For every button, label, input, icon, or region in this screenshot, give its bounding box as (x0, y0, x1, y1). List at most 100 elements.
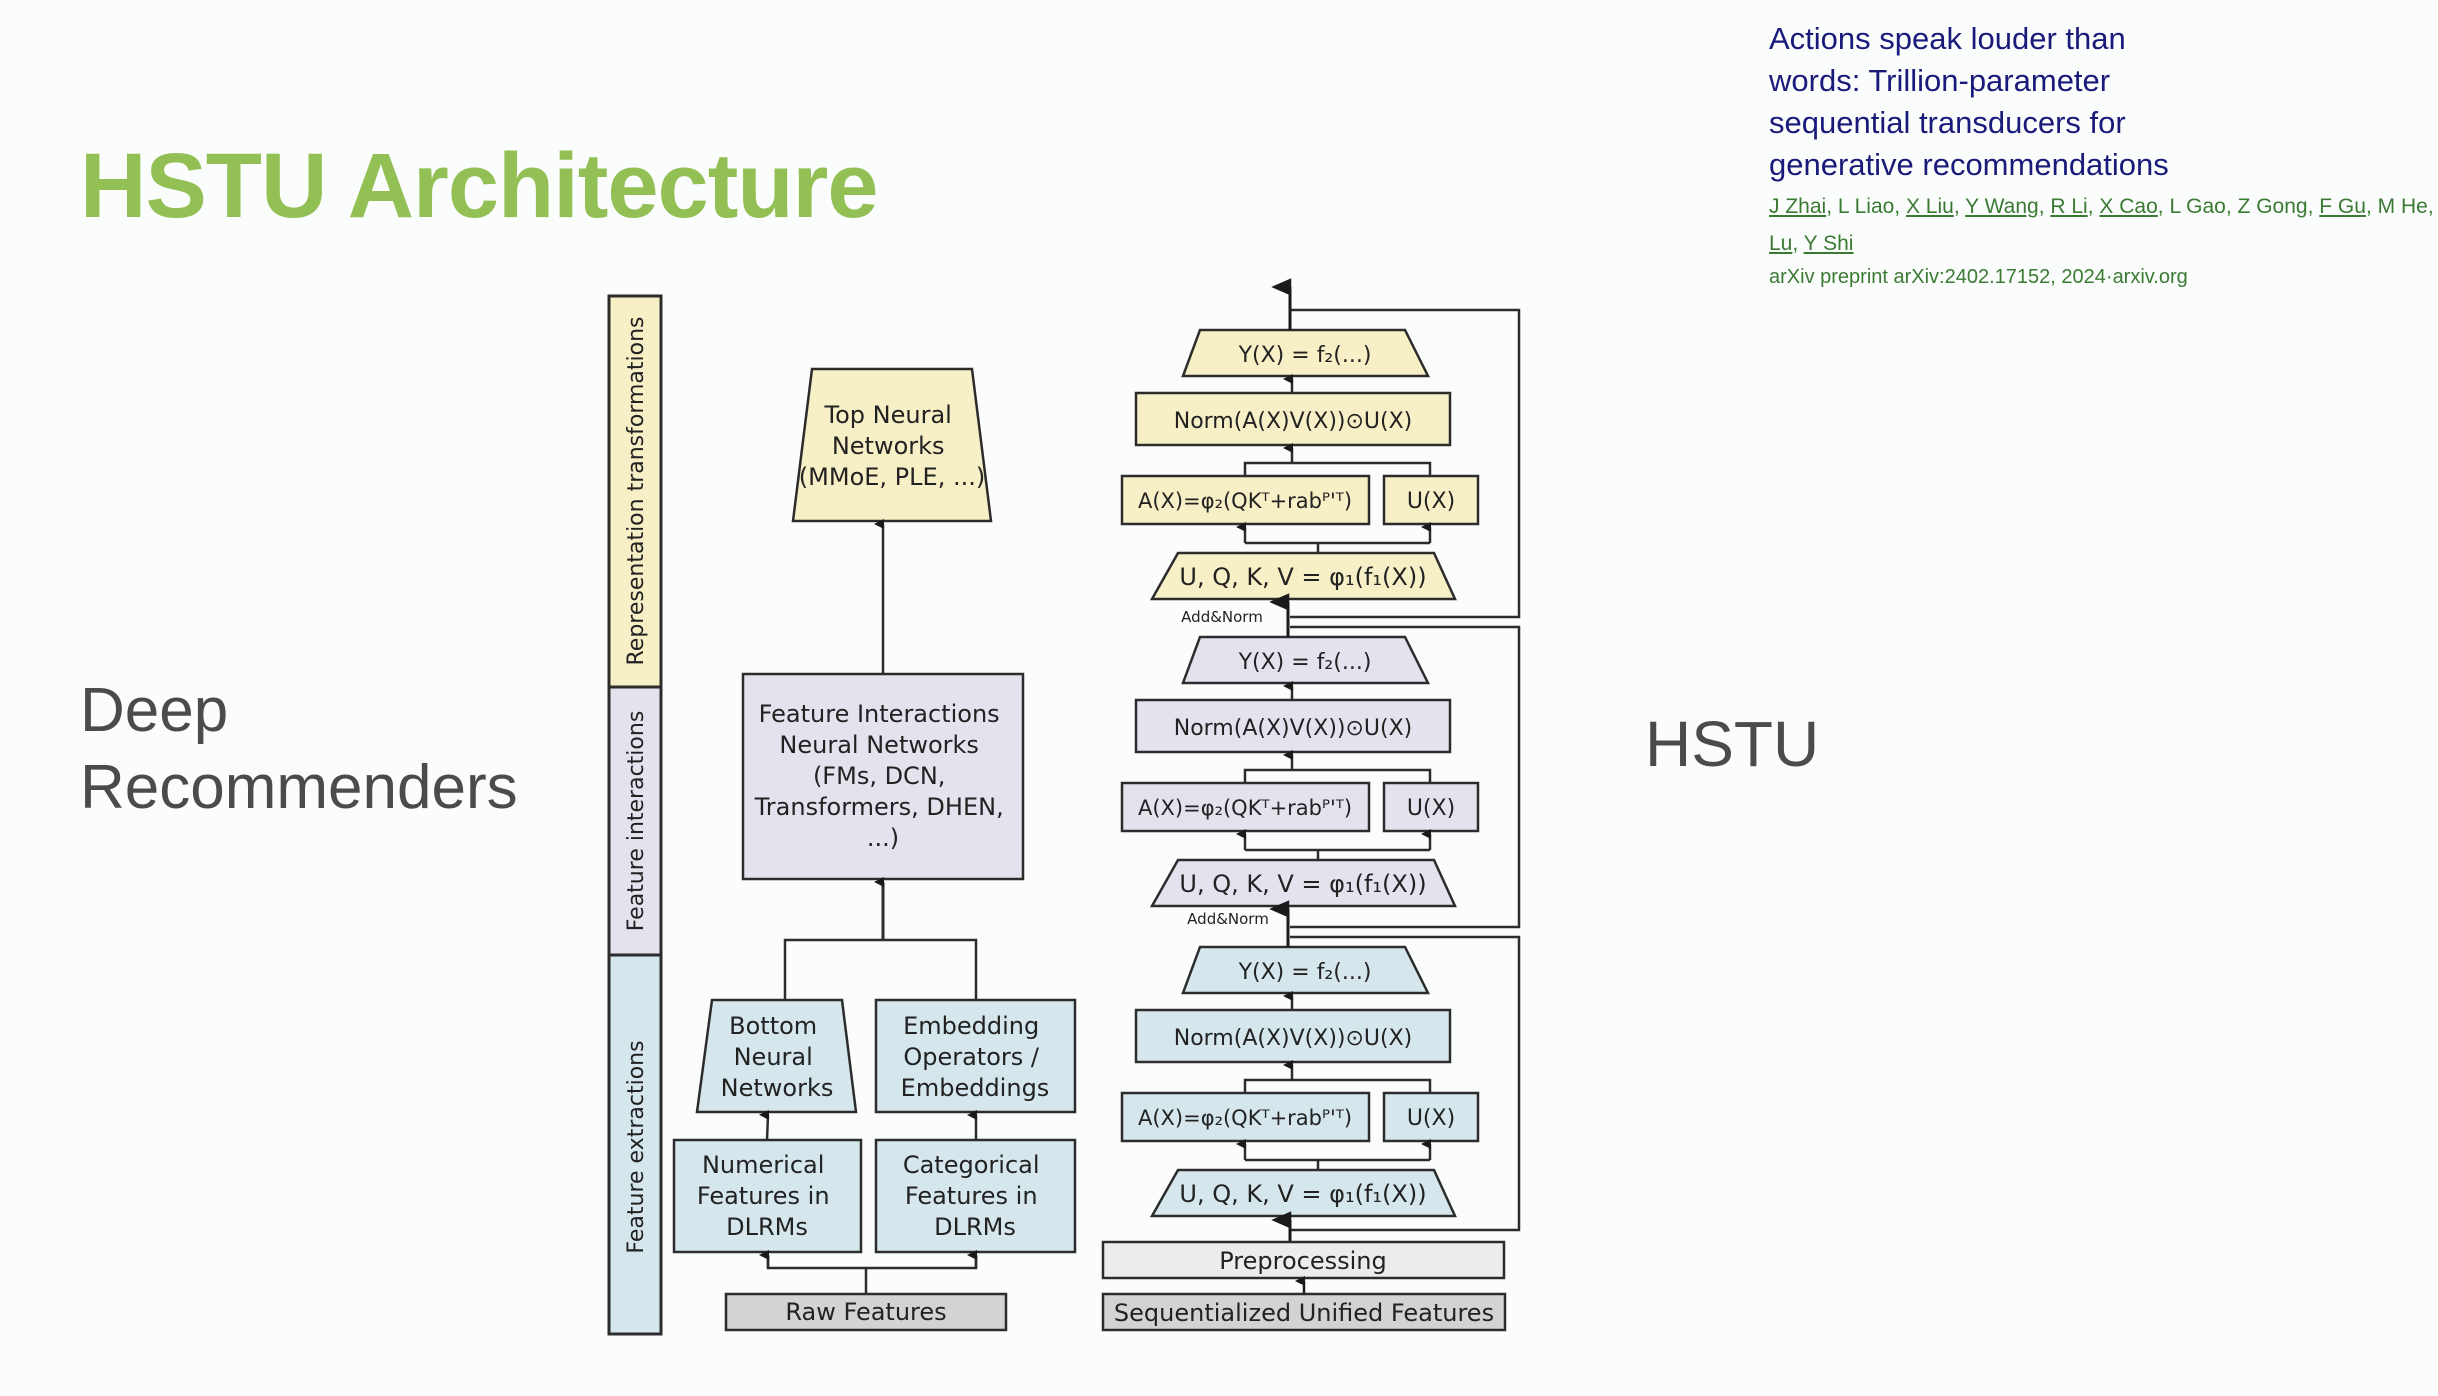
source-link[interactable]: arxiv.org (2112, 266, 2188, 288)
preprocessing-block (1101, 1240, 1506, 1280)
connector-attn-u (1243, 461, 1432, 476)
dlrm-stage-column: Representation transformations Feature i… (607, 294, 663, 1336)
uqkv-label: U, Q, K, V = φ₁(f₁(X)) (1179, 1180, 1426, 1208)
stage-feature-extractions (607, 953, 663, 1336)
top-neural-networks-block (791, 367, 993, 523)
cat-line: Features in (905, 1182, 1038, 1210)
uqkv-block (1149, 1168, 1457, 1218)
fi-line: (FMs, DCN, (813, 762, 945, 790)
num-line: DLRMs (726, 1213, 808, 1241)
hstu-layer-3 (1120, 935, 1521, 1232)
connector-bottom-to-fi (783, 938, 978, 1000)
author-name: Z Gong (2237, 195, 2308, 218)
feature-interactions-label: Feature Interactions Neural Networks (FM… (754, 700, 1012, 852)
add-norm-label: Add&Norm (1187, 910, 1269, 928)
author-link[interactable]: J Zhai (1769, 195, 1827, 218)
residual-connection (1290, 308, 1521, 619)
connector-attn-u (1243, 768, 1432, 783)
attention-block (1120, 1091, 1371, 1143)
norm-block (1134, 1008, 1452, 1064)
numerical-label: Numerical Features in DLRMs (697, 1151, 837, 1241)
author-name: M He (2377, 195, 2428, 218)
author-separator: , (1953, 195, 1966, 218)
author-link[interactable]: Y Wang (1965, 195, 2039, 218)
u-block (1382, 781, 1480, 833)
hstu-layer-2 (1120, 625, 1521, 929)
bottom-nn-line: Networks (721, 1074, 834, 1102)
residual-connection (1290, 935, 1521, 1232)
author-link[interactable]: Lu (1769, 232, 1793, 255)
top-nn-line: (MMoE, PLE, ...) (799, 463, 985, 491)
attention-label: A(X)=φ₂(QKᵀ+rabᴾ'ᵀ) (1138, 489, 1352, 513)
attention-block (1120, 474, 1371, 526)
norm-block (1134, 698, 1452, 754)
y-output-label: Y(X) = f₂(...) (1238, 343, 1372, 368)
residual-connection (1290, 625, 1521, 929)
embedding-operators-block (874, 998, 1077, 1114)
connector-raw-split (766, 1256, 978, 1270)
connector-attn-u (1243, 1078, 1432, 1093)
author-link[interactable]: X Liu (1905, 195, 1954, 218)
stage-label-interactions: Feature interactions (624, 711, 649, 932)
author-link[interactable]: Y Shi (1803, 232, 1854, 255)
preprocessing-label: Preprocessing (1219, 1247, 1387, 1275)
author-separator: , (2087, 195, 2100, 218)
uqkv-label: U, Q, K, V = φ₁(f₁(X)) (1179, 563, 1426, 591)
fi-line: ...) (867, 824, 899, 852)
y-output-label: Y(X) = f₂(...) (1238, 960, 1372, 985)
stage-label-representation: Representation transformations (624, 316, 649, 665)
y-output-block (1181, 945, 1431, 995)
sequentialized-features-block (1101, 1292, 1507, 1332)
attention-label: A(X)=φ₂(QKᵀ+rabᴾ'ᵀ) (1138, 796, 1352, 820)
categorical-label: Categorical Features in DLRMs (903, 1151, 1047, 1241)
author-name: L Liao (1837, 195, 1895, 218)
author-separator: , (2157, 195, 2170, 218)
dlrm-diagram: Top Neural Networks (MMoE, PLE, ...) Fea… (672, 367, 1077, 1332)
paper-citation: Actions speak louder than words: Trillio… (1769, 18, 2438, 289)
author-separator: , (2427, 195, 2434, 218)
raw-features-block (724, 1292, 1008, 1332)
bottom-nn-label: Bottom Neural Networks (721, 1012, 834, 1102)
uqkv-block (1149, 858, 1457, 908)
bottom-neural-networks-block (695, 998, 858, 1114)
embedding-ops-label: Embedding Operators / Embeddings (901, 1012, 1050, 1102)
add-norm-label: Add&Norm (1181, 608, 1263, 626)
stage-representation-transformations (607, 294, 663, 689)
y-output-block (1181, 635, 1431, 685)
venue-separator: · (2105, 266, 2113, 288)
fi-line: Neural Networks (779, 731, 979, 759)
emb-line: Embedding (903, 1012, 1039, 1040)
deep-recommenders-label: Deep Recommenders (80, 672, 518, 826)
author-link[interactable]: F Gu (2319, 195, 2366, 218)
cat-line: DLRMs (934, 1213, 1016, 1241)
norm-label: Norm(A(X)V(X))⊙U(X) (1174, 716, 1413, 741)
fi-line: Feature Interactions (759, 700, 1000, 728)
categorical-features-block (874, 1138, 1077, 1254)
slide-title: HSTU Architecture (80, 135, 879, 237)
norm-label: Norm(A(X)V(X))⊙U(X) (1174, 409, 1413, 434)
author-separator: , (2307, 195, 2320, 218)
author-separator: , (2038, 195, 2051, 218)
hstu-layer-1 (1120, 308, 1521, 619)
sequentialized-features-label: Sequentialized Unified Features (1114, 1299, 1494, 1327)
hstu-diagram: Y(X) = f₂(...) Norm(A(X)V(X))⊙U(X) A(X)=φ₂… (1101, 278, 1521, 1332)
paper-authors: J Zhai, L Liao, X Liu, Y Wang, R Li, X C… (1769, 188, 2438, 262)
y-output-label: Y(X) = f₂(...) (1238, 650, 1372, 675)
arrow-num-to-bottomnn (759, 1110, 770, 1141)
author-link[interactable]: R Li (2050, 195, 2088, 218)
norm-block (1134, 391, 1452, 447)
venue-text: arXiv preprint arXiv:2402.17152, 2024 (1769, 266, 2106, 288)
num-line: Numerical (702, 1151, 824, 1179)
feature-interactions-block (741, 672, 1025, 881)
author-link[interactable]: X Cao (2099, 195, 2158, 218)
paper-venue: arXiv preprint arXiv:2402.17152, 2024·ar… (1769, 266, 2438, 289)
u-label: U(X) (1407, 489, 1455, 514)
paper-title-link[interactable]: Actions speak louder than words: Trillio… (1769, 21, 2169, 182)
author-separator: , (1894, 195, 1906, 218)
u-label: U(X) (1407, 796, 1455, 821)
stage-label-extractions: Feature extractions (624, 1040, 649, 1253)
left-label-line2: Recommenders (80, 753, 518, 822)
emb-line: Embeddings (901, 1074, 1050, 1102)
author-name: L Gao (2169, 195, 2226, 218)
u-block (1382, 1091, 1480, 1143)
